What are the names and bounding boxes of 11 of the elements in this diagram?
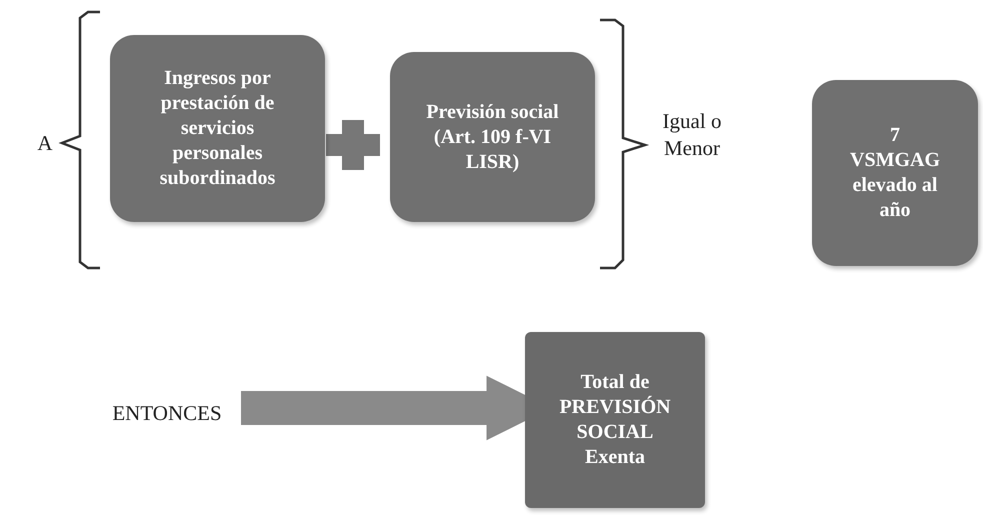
rounded-box bbox=[390, 52, 595, 222]
node-text: ENTONCES bbox=[112, 400, 222, 426]
comparison-label: Igual o Menor bbox=[662, 108, 722, 162]
node-text: 7 VSMGAG elevado al año bbox=[850, 123, 940, 223]
scroll-box bbox=[525, 332, 705, 508]
node-text: A bbox=[37, 130, 53, 156]
rounded-box bbox=[110, 35, 325, 222]
node-text: Previsión social (Art. 109 f-VI LISR) bbox=[425, 100, 560, 174]
rounded-box bbox=[812, 80, 978, 266]
node-text: Ingresos por prestación de servicios personales subordinados bbox=[158, 66, 276, 191]
node-text: Total de PREVISIÓN SOCIAL Exenta bbox=[559, 370, 671, 470]
